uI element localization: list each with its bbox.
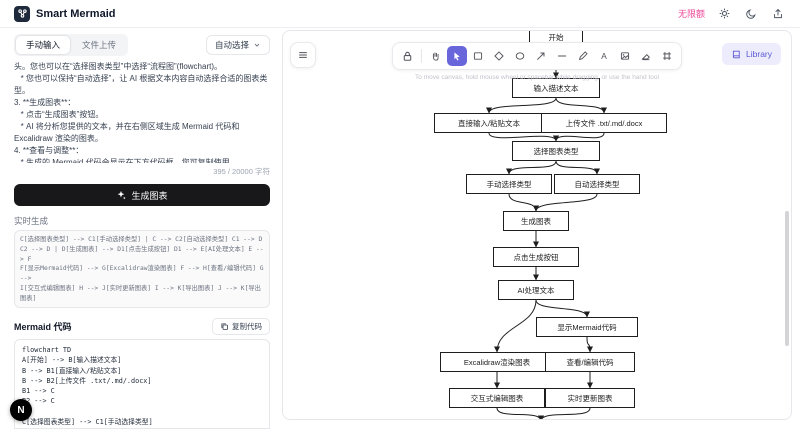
copy-icon [220, 322, 229, 331]
copy-code-label: 复制代码 [232, 322, 262, 332]
tool-image[interactable] [615, 46, 635, 66]
flow-edge-E-G [494, 299, 537, 353]
brand: Smart Mermaid [14, 5, 116, 22]
library-label: Library [746, 49, 772, 59]
flow-node-B[interactable]: 输入描述文本 [512, 78, 600, 98]
line: flowchart TD [22, 346, 72, 355]
generate-diagram-button[interactable]: 生成图表 [14, 184, 270, 206]
app-logo-icon [14, 5, 30, 22]
description-editor[interactable]: 头。您也可以在“选择图表类型”中选择“流程图”(flowchart)。 * 您也… [14, 62, 268, 163]
theme-moon-icon[interactable] [743, 6, 759, 22]
canvas-scrollbar[interactable] [785, 211, 789, 346]
line: C[选择图表类型] --> C1[手动选择类型] | C --> C2[自动选择… [20, 236, 263, 243]
line: C2 --> D | D[生成图表] --> D1[点击生成按钮] D1 -->… [20, 245, 264, 263]
library-button[interactable]: Library [722, 43, 781, 65]
flow-node-D1[interactable]: 点击生成按钮 [493, 247, 579, 267]
flow-edge-C-C2 [555, 160, 600, 175]
code-header: Mermaid 代码 复制代码 [14, 318, 270, 336]
hamburger-icon [297, 49, 309, 61]
settings-gear-icon[interactable] [716, 6, 732, 22]
tool-ellipse[interactable] [510, 46, 530, 66]
app-header: Smart Mermaid 无限额 [0, 0, 800, 28]
line: B --> B2[上传文件 .txt/.md/.docx] [22, 376, 152, 385]
canvas-toolbar: A [393, 43, 681, 69]
left-sidebar: 手动输入 文件上传 自动选择 头。您也可以在“选择图表类型”中选择“流程图”(f… [8, 32, 276, 429]
tool-eraser[interactable] [636, 46, 656, 66]
tool-arrow[interactable] [531, 46, 551, 66]
flow-node-G[interactable]: Excalidraw渲染图表 [440, 352, 554, 372]
quota-badge[interactable]: 无限额 [677, 9, 705, 19]
generate-diagram-label: 生成图表 [131, 190, 168, 201]
diagram-type-select-value: 自动选择 [214, 40, 249, 50]
flow-node-J[interactable]: 实时更新图表 [545, 388, 635, 408]
live-preview-title: 实时生成 [14, 216, 49, 226]
chevron-down-icon [253, 41, 261, 49]
line [22, 406, 262, 416]
flow-node-I[interactable]: 交互式编辑图表 [449, 388, 545, 408]
flow-node-E[interactable]: AI处理文本 [498, 280, 574, 300]
flow-node-C2[interactable]: 自动选择类型 [554, 174, 640, 194]
tool-diamond[interactable] [489, 46, 509, 66]
flow-node-F[interactable]: 显示Mermaid代码 [536, 317, 638, 337]
tool-draw[interactable] [573, 46, 593, 66]
tool-selection[interactable] [447, 46, 467, 66]
sparkles-icon [116, 190, 127, 200]
code-block[interactable]: flowchart TD A[开始] --> B[输入描述文本] B --> B… [14, 339, 270, 429]
flow-edge-C-C1 [506, 160, 557, 175]
flow-edge-F-H [586, 336, 593, 353]
flow-edge-C2-D [533, 193, 598, 212]
tool-hand[interactable] [426, 46, 446, 66]
flow-edge-J-K [538, 407, 591, 419]
flow-node-B2[interactable]: 上传文件 .txt/.md/.docx [541, 113, 667, 133]
line: B2 --> C [22, 397, 55, 406]
tool-frame[interactable] [657, 46, 677, 66]
tool-lock[interactable] [397, 46, 417, 66]
line: C --> C2[自动选择类型] [22, 427, 262, 429]
header-actions: 无限额 [678, 6, 786, 22]
tab-manual-input[interactable]: 手动输入 [16, 36, 71, 54]
flow-edge-B-B2 [555, 97, 607, 114]
line: I[交互式编辑图表] H --> J[实时更新图表] I --> K[导出图表]… [20, 284, 261, 302]
flow-node-B1[interactable]: 直接输入/粘贴文本 [434, 113, 544, 133]
flow-node-C[interactable]: 选择图表类型 [512, 141, 600, 161]
tool-text[interactable]: A [594, 46, 614, 66]
svg-text:A: A [601, 51, 607, 61]
app-title: Smart Mermaid [36, 7, 116, 20]
tool-line[interactable] [552, 46, 572, 66]
diagram-type-select[interactable]: 自动选择 [205, 35, 270, 55]
flow-edge-B2-C [553, 132, 605, 142]
line: F[显示Mermaid代码] --> G[Excalidraw渲染图表] F -… [20, 265, 264, 282]
toolbar-divider [421, 49, 422, 63]
share-icon[interactable] [770, 6, 786, 22]
dev-indicator-badge[interactable]: N [10, 399, 32, 421]
flow-node-H[interactable]: 查看/编辑代码 [545, 352, 635, 372]
flow-edge-B-B1 [486, 97, 557, 114]
mermaid-code-title: Mermaid 代码 [14, 322, 72, 333]
tab-file-upload[interactable]: 文件上传 [82, 40, 117, 50]
library-book-icon [731, 49, 742, 60]
input-mode-row: 手动输入 文件上传 自动选择 [14, 34, 270, 56]
canvas-menu-button[interactable] [291, 43, 315, 67]
line: A[开始] --> B[输入描述文本] [22, 356, 122, 365]
input-tabs: 手动输入 文件上传 [14, 34, 129, 56]
flow-edge-E-F [535, 299, 590, 318]
copy-code-button[interactable]: 复制代码 [212, 318, 270, 336]
char-count: 395 / 20000 字符 [213, 167, 270, 176]
line: C[选择图表类型] --> C1[手动选择类型] [22, 417, 153, 426]
flow-node-D[interactable]: 生成图表 [503, 211, 569, 231]
diagram-edge-layer [486, 47, 607, 419]
live-preview: C[选择图表类型] --> C1[手动选择类型] | C --> C2[自动选择… [14, 230, 270, 309]
line: B --> B1[直接输入/粘贴文本] [22, 366, 122, 375]
line: B1 --> C [22, 387, 55, 395]
tool-rectangle[interactable] [468, 46, 488, 66]
flow-node-C1[interactable]: 手动选择类型 [466, 174, 552, 194]
